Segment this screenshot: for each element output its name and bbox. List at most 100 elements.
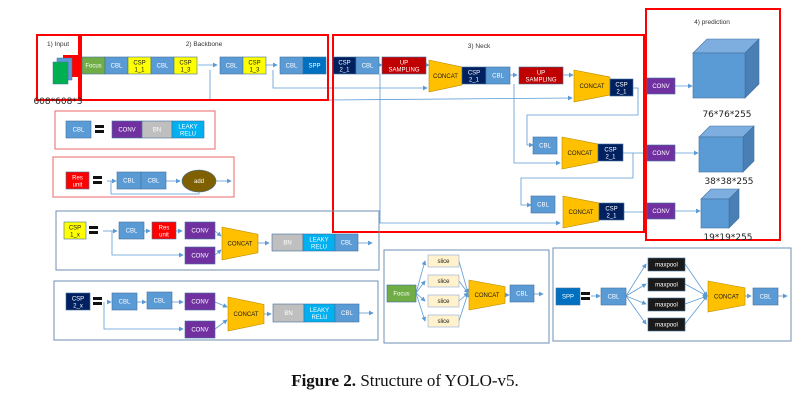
neck-csp2-1-c-rect	[609, 78, 634, 97]
legend-focus-name-label: Focus	[393, 292, 409, 298]
figure-caption: Figure 2. Structure of YOLO-v5.	[0, 371, 810, 391]
backbone3-spp-label: SPP	[308, 64, 320, 70]
backbone2-cbl-block: CBL	[219, 56, 244, 75]
pred-conv-76-block: CONV	[646, 77, 676, 95]
pred-conv-19-rect	[646, 202, 676, 220]
backbone3-spp-block: SPP	[302, 56, 327, 75]
legend-spp-maxpool-3-rect	[647, 297, 686, 312]
concat-trapezoid	[707, 280, 746, 313]
legend-csp1-cbl-tail-block: CBL	[334, 233, 359, 252]
legend-csp2-cbl-tail-rect	[334, 303, 360, 323]
legend-csp2-conv-top-block: CONV	[184, 292, 216, 311]
connector-arrow	[625, 283, 647, 297]
connector-arrow	[214, 249, 222, 256]
neck-mid-cbl-label: CBL	[539, 144, 551, 150]
connector-arrow	[209, 70, 333, 101]
concat-block: CONCAT	[573, 69, 611, 103]
backbone-focus-label: Focus	[85, 64, 101, 70]
neck-cbl-b-label: CBL	[492, 74, 504, 80]
legend-spp-name-label: SPP	[562, 295, 574, 301]
backbone-cbl-label: CBL	[111, 64, 123, 70]
connector-arrow	[684, 283, 708, 297]
legend-res-cbl-2-rect	[140, 171, 167, 190]
concat-trapezoid	[428, 59, 463, 93]
neck-bottom-cbl-rect	[530, 195, 556, 214]
legend-csp1-cbl-tail-label: CBL	[341, 241, 353, 247]
legend-csp1-cbl-block: CBL	[118, 221, 145, 240]
input-title: 1) Input	[47, 41, 69, 48]
cube-19	[700, 188, 740, 229]
backbone-section-frame	[80, 34, 329, 101]
neck-cbl-a-block: CBL	[355, 56, 380, 75]
legend-cbl-bn-label: BN	[153, 128, 161, 134]
concat-trapezoid	[227, 296, 265, 332]
concat-block: CONCAT	[468, 279, 506, 311]
connector-arrow	[103, 302, 184, 332]
legend-res-cbl-1-label: CBL	[123, 179, 135, 185]
connector-arrow	[214, 319, 228, 330]
legend-focus-slice-3-label: slice	[437, 299, 450, 305]
neck-mid-cbl-block: CBL	[532, 136, 558, 155]
legend-csp2-conv-top-label: CONV	[191, 300, 208, 306]
legend-spp-maxpool-4-rect	[647, 317, 686, 332]
connector-arrow	[415, 280, 426, 294]
connector-arrow	[625, 295, 647, 325]
connector-arrow	[329, 95, 573, 101]
connector-arrow	[415, 292, 427, 322]
connector-arrow	[625, 263, 647, 297]
pred-dims-76: 76*76*255	[702, 110, 751, 120]
connector-arrow	[379, 74, 561, 226]
neck-bottom-cbl-label: CBL	[537, 203, 549, 209]
concat-label: CONCAT	[475, 293, 500, 299]
input-dimensions: 608*608*3	[33, 97, 82, 107]
legend-csp2-conv-bottom-block: CONV	[184, 320, 216, 339]
neck-title: 3) Neck	[468, 43, 491, 50]
neck-upsampling-a-rect	[381, 56, 427, 75]
legend-spp-maxpool-2-label: maxpool	[655, 283, 678, 289]
backbone3-cbl-block: CBL	[279, 56, 304, 75]
connector-arrow	[526, 87, 639, 148]
add-label: add	[194, 179, 204, 185]
legend-csp1-cbl-label: CBL	[126, 229, 138, 235]
legend-spp-maxpool-3-block: maxpool	[647, 297, 686, 312]
legend-csp2-conv-bottom-rect	[184, 320, 216, 339]
legend-cbl-bn-block: BN	[141, 120, 173, 139]
legend-focus-cbl-block: CBL	[509, 284, 535, 303]
concat-label: CONCAT	[433, 74, 458, 80]
neck-mid-cbl-rect	[532, 136, 558, 155]
legend-cbl-conv-block: CONV	[111, 120, 143, 139]
legend-csp1-cbl-tail-rect	[334, 233, 359, 252]
legend-res-cbl-1-block: CBL	[116, 171, 142, 190]
neck-section-frame	[332, 34, 645, 233]
legend-res-name-rect	[65, 171, 90, 190]
concat-trapezoid	[221, 226, 259, 261]
legend-cbl-name-block: CBL	[65, 120, 92, 139]
input-section-frame	[36, 34, 80, 101]
cube-76	[692, 38, 760, 99]
pred-conv-38-block: CONV	[646, 144, 676, 162]
pred-dims-19: 19*19*255	[703, 233, 752, 243]
legend-spp-name-block: SPP	[555, 287, 581, 306]
legend-focus-slice-3-block: slice	[427, 294, 460, 308]
pred-dims-38: 38*38*255	[704, 177, 753, 187]
backbone2-cbl-label: CBL	[226, 64, 238, 70]
equals-bar	[581, 297, 590, 300]
neck-cbl-b-block: CBL	[485, 66, 511, 85]
backbone-focus-block: Focus	[81, 56, 106, 75]
equals-sign-icon	[95, 125, 104, 133]
legend-focus-slice-4-label: slice	[437, 319, 450, 325]
